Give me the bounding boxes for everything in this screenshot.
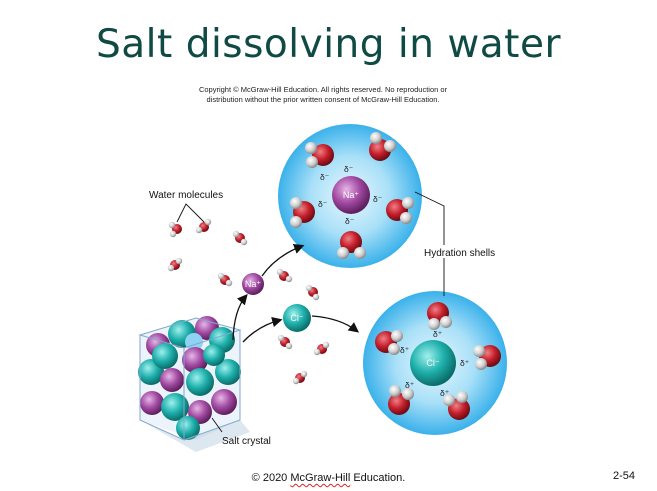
water-molecule [232, 230, 248, 246]
sodium-ion-free: Na⁺ [242, 273, 264, 295]
water-molecule [443, 391, 470, 420]
water-molecule [388, 385, 414, 415]
crystal-lattice [138, 316, 241, 440]
water-molecule [473, 345, 501, 370]
water-molecule [276, 268, 293, 283]
partial-charge-label: δ⁺ [400, 345, 410, 355]
water-molecule [369, 132, 396, 161]
water-molecules-label: Water molecules [149, 190, 223, 201]
partial-charge-label: δ⁻ [318, 199, 328, 209]
hydration-shells-callout: Hydration shells [414, 191, 495, 296]
partial-charge-label: δ⁺ [405, 380, 415, 390]
partial-charge-label: δ⁺ [460, 358, 470, 368]
chloride-free-label: Cl⁻ [290, 313, 303, 323]
water-molecule [277, 334, 293, 350]
water-molecule [217, 272, 233, 287]
water-molecule [195, 218, 212, 234]
arrow [242, 317, 283, 343]
water-molecule [292, 370, 308, 385]
water-molecule [305, 284, 320, 301]
free-water-molecules [167, 218, 330, 385]
copyright-line-2: distribution without the prior written c… [206, 95, 440, 104]
footer-copyright: © 2020 McGraw-Hill Education. [0, 472, 657, 484]
partial-charge-label: δ⁻ [345, 216, 355, 226]
water-molecule [168, 221, 182, 238]
sodium-ion-hydrated: Na⁺ [332, 176, 370, 214]
chloride-partial-charges: δ⁺ δ⁺ δ⁺ δ⁺ δ⁺ [400, 329, 470, 398]
footer-prefix: © 2020 [251, 472, 291, 484]
water-molecule [375, 330, 403, 355]
arrow [311, 315, 360, 333]
water-molecule [167, 257, 183, 272]
water-molecules-callout: Water molecules [149, 190, 223, 223]
water-molecule [386, 197, 414, 224]
dissolution-arrows [232, 243, 360, 343]
partial-charge-label: δ⁻ [320, 172, 330, 182]
copyright-line-1: Copyright © McGraw-Hill Education. All r… [198, 85, 448, 94]
arrow [261, 243, 305, 277]
arrow [232, 294, 248, 341]
salt-crystal-label: Salt crystal [222, 436, 271, 447]
salt-crystal [138, 316, 250, 452]
water-molecule [337, 231, 366, 259]
chloride-ion-hydrated: Cl⁻ [410, 340, 456, 386]
chloride-ion-free: Cl⁻ [283, 304, 311, 332]
partial-charge-label: δ⁺ [440, 388, 450, 398]
sodium-partial-charges: δ⁻ δ⁻ δ⁻ δ⁻ δ⁻ [318, 164, 383, 226]
page-number: 2-54 [612, 470, 635, 482]
chloride-shell-waters [375, 302, 501, 420]
partial-charge-label: δ⁺ [433, 329, 443, 339]
slide-title: Salt dissolving in water [96, 22, 561, 67]
water-molecule [305, 142, 334, 168]
salt-crystal-callout: Salt crystal [211, 417, 271, 447]
footer-suffix: Education. [350, 472, 406, 484]
copyright-notice: Copyright © McGraw-Hill Education. All r… [163, 85, 483, 105]
water-molecule [313, 341, 330, 356]
hydration-shells-label: Hydration shells [424, 248, 495, 259]
water-molecule [290, 197, 315, 228]
partial-charge-label: δ⁻ [344, 164, 354, 174]
sodium-ion-label: Na⁺ [343, 190, 360, 200]
sodium-shell-waters [290, 132, 414, 259]
water-molecule [427, 302, 452, 330]
partial-charge-label: δ⁻ [373, 194, 383, 204]
footer-brand: McGraw-Hill [290, 472, 351, 484]
chloride-ion-label: Cl⁻ [426, 358, 439, 368]
sodium-free-label: Na⁺ [245, 279, 262, 289]
